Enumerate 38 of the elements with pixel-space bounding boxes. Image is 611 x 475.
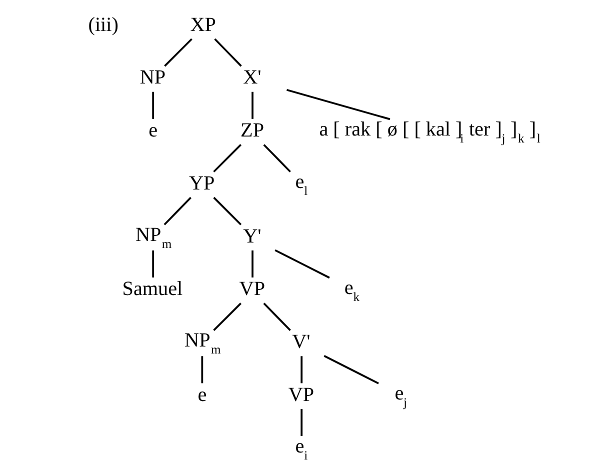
node-text: e$_{l}$ [294,171,308,198]
connector [274,249,330,279]
connector [251,92,253,119]
label: (iii) [88,14,118,36]
connector [300,356,302,384]
node-text: V' [292,330,310,353]
node-text: VP [288,384,314,406]
connector [152,250,154,278]
node-text: e$_{i}$ [294,435,308,462]
connector [163,196,191,226]
connector [262,144,290,172]
node-text: XP [190,14,216,36]
node-text: NP [139,66,166,89]
node-text: Samuel [122,278,182,300]
connector [323,355,378,384]
connector [152,92,154,119]
node-text: X' [242,66,261,89]
node-text: a [ rak [ ø [ [ kal ]$_{i}$ ter ]$_{j}$ ]$_{k}$ ]$_{l}$ [318,118,540,146]
node-text: NP$_{m}$ [184,330,220,357]
node-text: e$_{k}$ [344,276,359,304]
node-text: ZP [240,120,264,142]
node-text: YP [188,172,214,194]
connector [214,38,242,67]
connector [200,356,203,384]
node-text: Y' [242,225,261,248]
node-text: VP [238,278,265,300]
connector [251,250,253,278]
node-text: e [148,120,158,142]
connector [212,302,241,331]
connector [300,409,302,436]
node-text: e$_{j}$ [394,382,407,410]
connector [212,144,241,172]
connector [262,302,290,331]
node-text: NP$_{m}$ [134,224,172,252]
connector [212,196,242,226]
connector [164,38,192,67]
connector [286,88,390,120]
node-text: e [197,384,206,406]
